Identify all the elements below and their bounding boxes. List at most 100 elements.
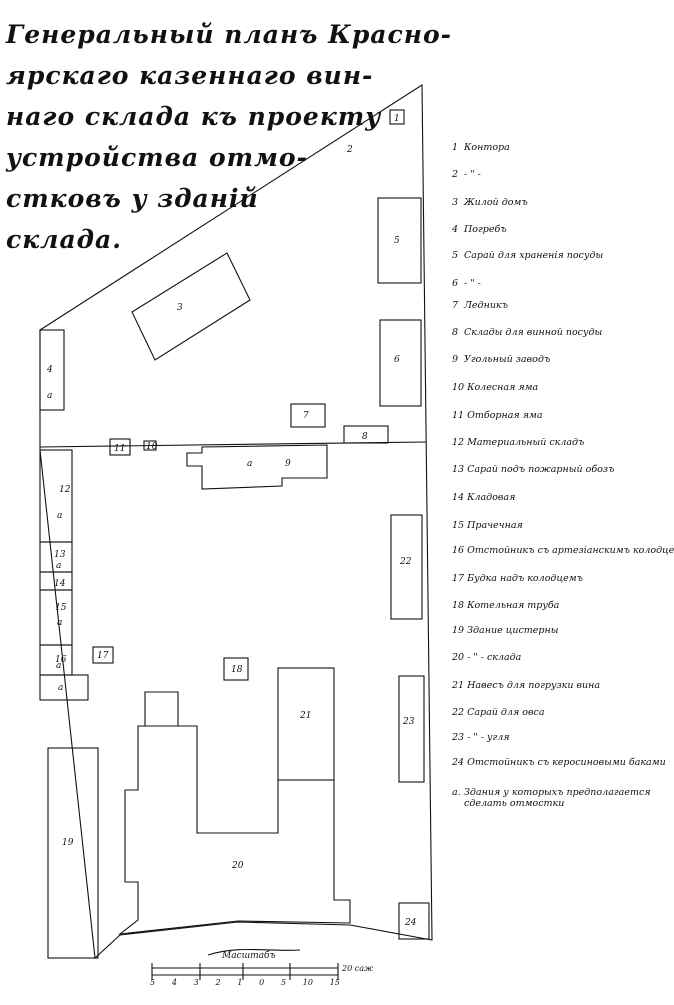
legend-number: 24 [452,757,465,768]
building-number-label: 3 [177,303,183,313]
paving-mark: а [58,683,63,693]
legend-text: Здание цистерны [467,625,559,636]
legend-item: 5 Сарай для храненія посуды [452,250,603,261]
building-17 [92,646,114,664]
building-number-label: 17 [97,651,109,661]
legend-text: - " - [464,169,481,180]
legend-text: Угольный заводъ [464,354,551,365]
legend-text: Жилой домъ [464,197,528,208]
scale-tick: 5 [280,978,287,987]
scale-tick: 2 [215,978,221,987]
legend-text: - " - угля [467,732,510,743]
building-21 [277,667,335,781]
building-number-label: 16 [55,655,67,665]
legend-item: а.Здания у которыхъ предполагается сдела… [452,787,659,809]
scale-tick: 15 [329,978,340,987]
legend-text: Колесная яма [467,382,539,393]
building-10 [143,440,157,451]
paving-mark: а [56,561,61,571]
building-number-label: 18 [231,665,243,675]
scale-tick: 10 [302,978,313,987]
building-8 [343,425,389,444]
building-number-label: 14 [54,579,66,589]
legend-text: Будка надъ колодцемъ [467,573,583,584]
building-number-label: 5 [394,236,400,246]
paving-mark: а [57,618,62,628]
legend-number: а. [452,787,461,798]
building-11 [109,438,131,456]
legend-text: Сарай для храненія посуды [464,250,604,261]
scale-label: Масштабъ [222,951,276,961]
legend-text: Материальный складъ [467,437,585,448]
building-number-label: 6 [394,355,400,365]
building-number-label: 21 [299,711,311,721]
legend-number: 13 [452,464,465,475]
legend-number: 21 [452,680,465,691]
building-number-label: 23 [402,717,415,727]
building-number-label: 1 [394,114,400,124]
legend-number: 18 [452,600,465,611]
building-6 [379,319,422,407]
legend-number: 20 [452,652,465,663]
building-number-label: 7 [303,411,309,421]
legend-number: 9 [452,354,459,365]
legend-item: 2- " - [452,169,481,180]
legend-text: Навесъ для погрузки вина [467,680,601,691]
legend-text: Котельная труба [467,600,560,611]
title-line: стковъ у зданій [6,184,259,213]
building-23 [398,675,425,783]
legend-text: Кладовая [467,492,516,503]
paving-mark: а [47,391,52,401]
title-line: Генеральный планъ Красно- [6,20,453,49]
legend-number: 8 [452,327,459,338]
legend-item: 6- " - [452,278,481,289]
building-9 [186,444,328,490]
scale-tick: 1 [237,978,243,987]
legend-item: 3 Жилой домъ [452,197,528,208]
building-number-label: 8 [362,432,368,442]
legend-number: 10 [452,382,465,393]
scale-tick: 0 [259,978,265,987]
building-1 [389,109,405,125]
building-number-label: 4 [46,365,53,375]
legend-text: Погребъ [464,224,507,235]
legend-text: Сарай подъ пожарный обозъ [467,464,615,475]
legend-text: Отборная яма [467,410,543,421]
building-19 [47,747,99,959]
legend-number: 16 [452,545,465,556]
building-3 [131,252,251,361]
building-20 [118,691,351,935]
legend-number: 12 [452,437,465,448]
building-18 [223,657,249,681]
legend-number: 1 [452,142,459,153]
legend-number: 5 [452,250,459,261]
legend-text: - " - [464,278,481,289]
building-number-label: 12 [59,485,71,495]
legend-number: 3 [452,197,459,208]
legend-text: Прачечная [467,520,523,531]
legend-number: 14 [452,492,465,503]
scale-end: 20 саж [342,964,374,973]
paving-mark: а [57,511,62,521]
paving-mark: а [56,661,61,671]
legend-number: 17 [452,573,465,584]
building-24 [398,902,430,940]
building-4 [39,329,65,411]
legend-number: 23 [452,732,465,743]
building-number-label: 15 [55,603,67,613]
scale-tick: 5 [150,978,156,987]
legend-item: 9 Угольный заводъ [452,354,550,365]
building-number-label: 10 [146,442,158,452]
building-16b [39,674,89,701]
